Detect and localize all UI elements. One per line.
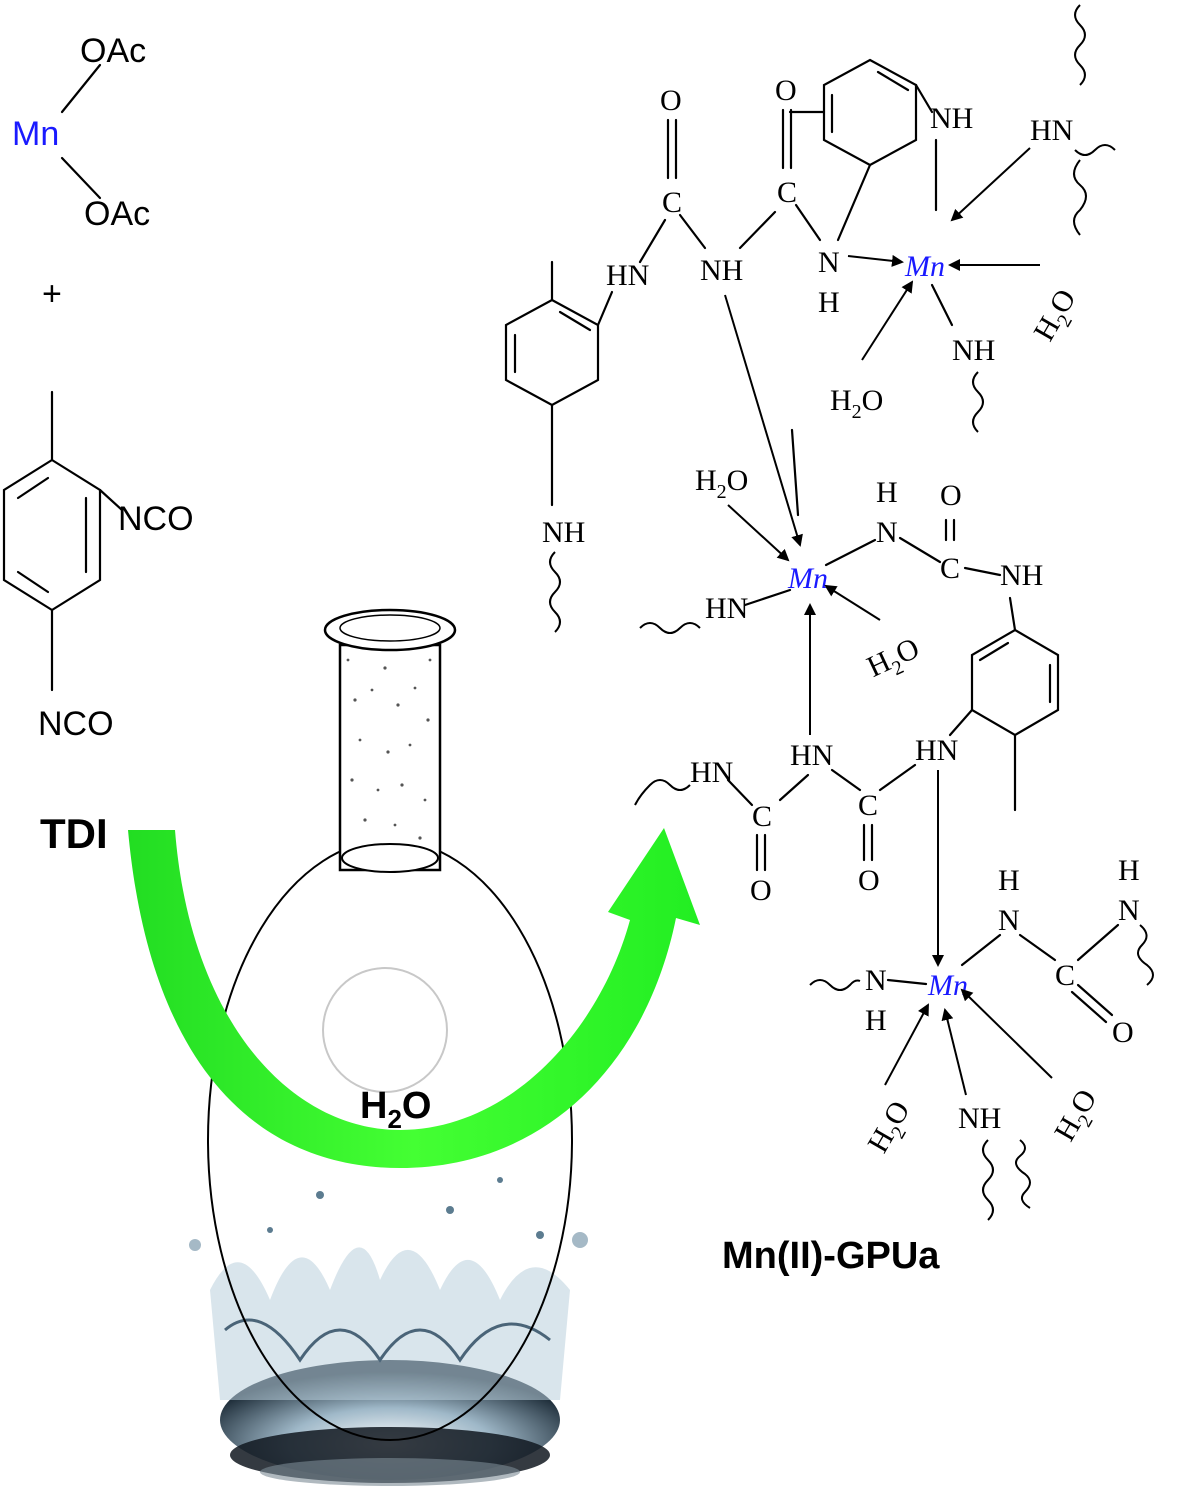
atom-nh-5: NH (1000, 559, 1043, 592)
atom-hn-4: HN (915, 734, 958, 767)
water-5: H2O (861, 1096, 921, 1162)
atom-n-5: N (1118, 894, 1140, 927)
atom-c-4: C (858, 789, 878, 822)
product-label: Mn(II)-GPUa (722, 1235, 940, 1277)
atom-o-5: O (750, 874, 772, 907)
mn-atom: Mn (12, 115, 59, 153)
atom-o-6: O (1112, 1016, 1134, 1049)
atom-n-2: N (876, 516, 898, 549)
atom-nh-3: NH (930, 102, 973, 135)
atom-h-2: H (876, 476, 898, 509)
oac-top: OAc (80, 32, 146, 70)
water-2: H2O (1027, 284, 1087, 350)
atom-h-5: H (1118, 854, 1140, 887)
nco-group-1: NCO (118, 500, 194, 538)
nco-group-2: NCO (38, 705, 114, 743)
water-6: H2O (1048, 1084, 1108, 1150)
tdi-label: TDI (40, 810, 108, 857)
atom-h-3: H (865, 1004, 887, 1037)
manganese-acetate: Mn OAc OAc (12, 32, 150, 233)
water-1: H2O (830, 384, 883, 423)
atom-h-4: H (998, 864, 1020, 897)
atom-n-3: N (865, 964, 887, 997)
plus-sign: + (42, 275, 62, 313)
tdi-molecule: NCO NCO TDI (2, 390, 194, 857)
atom-hn-5: HN (790, 739, 833, 772)
water-label: H2O (360, 1085, 431, 1134)
reaction-arrow (128, 828, 700, 1168)
atom-o-3: O (940, 479, 962, 512)
atom-c-6: C (1055, 959, 1075, 992)
atom-hn-3: HN (705, 592, 748, 625)
atom-o-2: O (775, 74, 797, 107)
atom-o-1: O (660, 84, 682, 117)
product-structure: HN NH C O NH C O N H NH Mn NH (504, 4, 1154, 1221)
atom-nh-2: NH (700, 254, 743, 287)
oac-bottom: OAc (84, 195, 150, 233)
atom-hn-1: HN (606, 259, 649, 292)
atom-nh-1: NH (542, 516, 585, 549)
atom-c-5: C (752, 800, 772, 833)
water-4: H2O (862, 631, 927, 689)
mn-center-3: Mn (927, 969, 968, 1002)
atom-nh-4: NH (952, 334, 995, 367)
atom-hn-6: HN (690, 756, 733, 789)
atom-c-1: C (662, 186, 682, 219)
atom-n-4: N (998, 904, 1020, 937)
atom-n-1: N (818, 246, 840, 279)
mn-center-2: Mn (787, 562, 828, 595)
round-bottom-flask-icon (189, 608, 588, 1486)
atom-nh-6: NH (958, 1102, 1001, 1135)
atom-c-2: C (777, 176, 797, 209)
atom-hn-2: HN (1030, 114, 1073, 147)
atom-h-1: H (818, 286, 840, 319)
atom-c-3: C (940, 552, 960, 585)
atom-o-4: O (858, 864, 880, 897)
mn-center-1: Mn (904, 250, 945, 283)
water-3: H2O (695, 464, 748, 503)
